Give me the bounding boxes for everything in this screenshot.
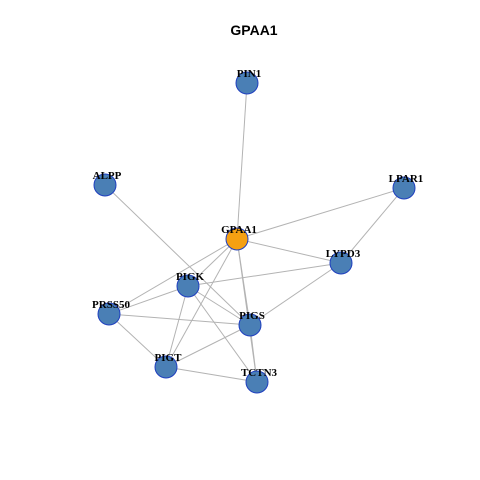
node-alpp[interactable]: [93, 173, 117, 197]
edge-lpar1-lypd3: [340, 187, 405, 264]
edge-gpaa1-pin1: [236, 82, 248, 240]
node-pigk[interactable]: [176, 274, 200, 298]
edge-gpaa1-prss50: [108, 238, 238, 315]
edge-prss50-pigs: [108, 313, 251, 326]
edge-pigk-pigt: [165, 285, 189, 368]
node-lypd3[interactable]: [329, 251, 353, 275]
node-prss50[interactable]: [97, 302, 121, 326]
node-pigt[interactable]: [154, 355, 178, 379]
nodes-layer: [93, 71, 416, 394]
edge-pigk-pigs: [187, 285, 251, 326]
node-label-lpar1: LPAR1: [389, 173, 424, 185]
edges-layer: [104, 82, 405, 383]
edge-gpaa1-lypd3: [236, 238, 342, 264]
edge-lypd3-pigk: [187, 262, 342, 287]
node-label-prss50: PRSS50: [92, 299, 130, 311]
node-gpaa1[interactable]: [225, 227, 249, 251]
edge-pigt-tctn3: [165, 366, 258, 383]
edge-alpp-pigs: [104, 184, 251, 326]
diagram-title: GPAA1: [230, 22, 277, 38]
node-label-pigt: PIGT: [155, 352, 183, 364]
node-label-gpaa1: GPAA1: [221, 224, 257, 236]
edge-gpaa1-pigt: [165, 238, 238, 368]
edge-pigk-prss50: [108, 285, 189, 315]
edge-pigk-tctn3: [187, 285, 258, 383]
edge-lypd3-pigs: [249, 262, 342, 326]
node-label-pigs: PIGS: [239, 310, 265, 322]
edge-prss50-pigt: [108, 313, 167, 368]
node-label-pin1: PIN1: [237, 68, 261, 80]
node-pin1[interactable]: [235, 71, 259, 95]
node-pigs[interactable]: [238, 313, 262, 337]
node-label-pigk: PIGK: [176, 271, 205, 283]
node-label-tctn3: TCTN3: [241, 367, 278, 379]
node-lpar1[interactable]: [392, 176, 416, 200]
edge-gpaa1-lpar1: [236, 187, 405, 240]
edge-pigs-pigt: [165, 324, 251, 368]
node-label-lypd3: LYPD3: [326, 248, 361, 260]
node-tctn3[interactable]: [245, 370, 269, 394]
node-label-alpp: ALPP: [93, 170, 122, 182]
